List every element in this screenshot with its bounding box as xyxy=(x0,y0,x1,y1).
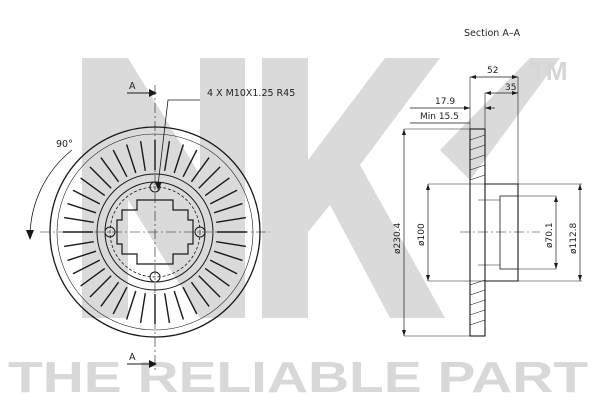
section-arrow-bottom-head xyxy=(149,360,157,368)
angle-arc-arrow xyxy=(26,230,34,240)
dim-min-thickness: Min 15.5 xyxy=(420,112,459,122)
vent-slots xyxy=(63,140,247,324)
hat-ring-dashed xyxy=(109,186,201,278)
vent-slot xyxy=(112,286,128,315)
vent-slot xyxy=(198,275,221,298)
angle-label: 90° xyxy=(56,139,73,150)
section-arrow-top-head xyxy=(149,89,157,97)
vent-slot xyxy=(164,293,171,324)
vent-slot xyxy=(173,290,185,320)
disc-section-body xyxy=(469,128,486,337)
vent-slot xyxy=(139,293,146,324)
vent-slot xyxy=(89,275,112,298)
front-view xyxy=(26,85,270,372)
vent-slot xyxy=(89,166,112,189)
dim-disc-thickness: 17.9 xyxy=(435,97,455,107)
vent-slot xyxy=(204,177,230,197)
trademark-text: TM xyxy=(530,56,568,86)
vent-slot xyxy=(80,177,106,197)
vent-slot xyxy=(198,166,221,189)
vent-slot xyxy=(209,189,238,205)
vent-slot xyxy=(213,202,243,214)
vent-slot xyxy=(173,144,185,174)
vent-slot xyxy=(190,281,210,307)
vent-slot xyxy=(72,259,101,275)
vent-slot xyxy=(190,157,210,183)
vent-slot xyxy=(100,157,120,183)
dia-outer: ø230.4 xyxy=(393,222,403,254)
nk-logo xyxy=(82,58,560,318)
vent-slot xyxy=(63,241,94,248)
thread-leader xyxy=(157,99,200,186)
vent-slot xyxy=(216,216,247,223)
section-marker-bottom: A xyxy=(129,352,136,363)
thread-callout: 4 X M10X1.25 R45 xyxy=(207,88,295,99)
center-bore xyxy=(116,199,194,265)
section-marker-top: A xyxy=(129,81,136,92)
vent-slot xyxy=(213,250,243,262)
tagline-text: THE RELIABLE PART xyxy=(8,353,588,400)
hat-section xyxy=(485,183,519,282)
vent-slot xyxy=(204,267,230,287)
vent-slot xyxy=(80,267,106,287)
dia-inner: ø100 xyxy=(417,223,427,246)
vent-slot xyxy=(139,140,146,171)
vent-slot xyxy=(182,149,198,178)
vent-slot xyxy=(100,281,120,307)
section-view xyxy=(402,75,582,337)
vent-slot xyxy=(125,144,137,174)
thread-leader-arrow xyxy=(155,182,162,190)
vent-slot xyxy=(216,241,247,248)
vent-slot xyxy=(209,259,238,275)
vent-slot xyxy=(112,149,128,178)
vent-slot xyxy=(67,202,97,214)
dia-center: ø70.1 xyxy=(545,222,555,248)
vent-slot xyxy=(72,189,101,205)
section-title: Section A–A xyxy=(464,28,521,39)
vent-slot xyxy=(164,140,171,171)
vent-slot xyxy=(63,216,94,223)
vent-slot xyxy=(182,286,198,315)
vent-slot xyxy=(125,290,137,320)
hat-bore xyxy=(499,195,519,270)
dim-hat-width: 35 xyxy=(505,83,516,93)
dim-overall-width: 52 xyxy=(487,66,498,76)
angle-arc xyxy=(29,149,73,237)
dia-hat: ø112.8 xyxy=(569,222,579,254)
watermark: TM THE RELIABLE PART xyxy=(8,56,588,400)
vent-slot xyxy=(67,250,97,262)
